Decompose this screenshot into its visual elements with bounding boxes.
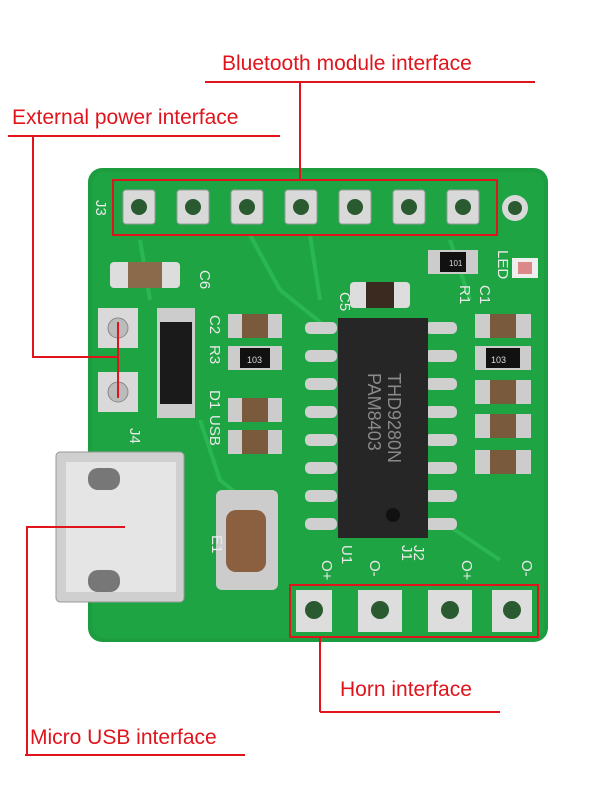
svg-text:O-: O- xyxy=(518,560,535,577)
svg-text:R1: R1 xyxy=(456,285,473,304)
svg-text:J2: J2 xyxy=(410,545,427,561)
svg-text:USB: USB xyxy=(206,415,223,446)
svg-text:PAM8403: PAM8403 xyxy=(364,373,384,451)
amplifier-chip xyxy=(338,318,428,538)
micro-usb-label: Micro USB interface xyxy=(30,726,217,749)
svg-text:D1: D1 xyxy=(206,390,223,409)
svg-text:R3: R3 xyxy=(206,345,223,364)
bluetooth-header-pads xyxy=(122,189,528,225)
svg-text:J3: J3 xyxy=(92,200,109,216)
svg-text:O+: O+ xyxy=(318,560,335,581)
svg-text:C2: C2 xyxy=(206,315,223,334)
svg-text:C6: C6 xyxy=(196,270,213,289)
svg-text:THD9280N: THD9280N xyxy=(384,373,404,463)
silkscreen: J3 C6 C2 R3 D1 USB J4 C5 E1 U1 J1 J2 R1 … xyxy=(92,200,535,581)
svg-text:J1: J1 xyxy=(398,545,415,561)
svg-text:LED: LED xyxy=(494,250,511,279)
resistor-code: 103 xyxy=(247,355,262,365)
horn-pads xyxy=(296,590,532,632)
svg-text:C1: C1 xyxy=(476,285,493,304)
external-power-label: External power interface xyxy=(12,106,239,129)
chip-marking: PAM8403 THD9280N xyxy=(364,373,404,463)
annotation-lines xyxy=(8,81,539,756)
svg-text:O+: O+ xyxy=(458,560,475,581)
svg-text:E1: E1 xyxy=(208,535,225,553)
resistor-code-right: 103 xyxy=(491,355,506,365)
svg-text:U1: U1 xyxy=(338,545,355,564)
horn-label: Horn interface xyxy=(340,678,472,701)
bluetooth-label: Bluetooth module interface xyxy=(222,52,472,75)
svg-text:C5: C5 xyxy=(336,292,353,311)
svg-text:J4: J4 xyxy=(126,428,143,444)
svg-text:O-: O- xyxy=(366,560,383,577)
resistor-code-small: 101 xyxy=(449,259,463,268)
